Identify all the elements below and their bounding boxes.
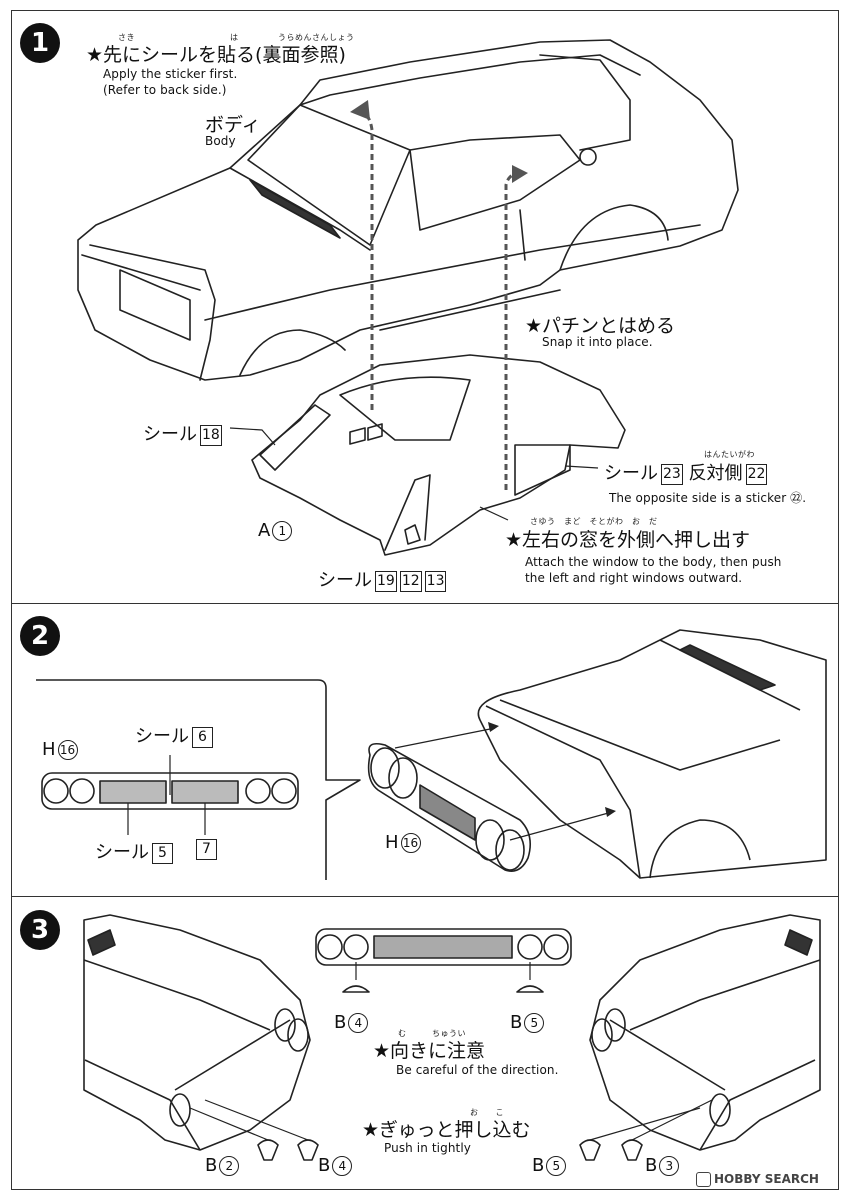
- ruby-saki: さき: [118, 33, 135, 42]
- section-divider: [11, 603, 839, 604]
- ruby-uramen: うらめんさんしょう: [278, 33, 355, 42]
- part-number-circle: 5: [546, 1156, 567, 1176]
- part-number-circle: 16: [400, 833, 421, 853]
- step-2-marker: 2: [20, 616, 60, 656]
- push-windows-outward-en2: the left and right windows outward.: [525, 571, 743, 585]
- ruby-hantaigawa: はんたいがわ: [704, 450, 755, 459]
- sticker-number-box: 6: [192, 726, 213, 748]
- part-number-circle: 3: [659, 1156, 680, 1176]
- part-number-circle: 4: [332, 1156, 353, 1176]
- body-label-jp: ボディ: [205, 114, 261, 136]
- sticker-number-box: 22: [745, 463, 768, 485]
- sticker-number-box: 7: [196, 838, 217, 860]
- part-number-circle: 2: [219, 1156, 240, 1176]
- snap-into-place-en: Snap it into place.: [542, 335, 653, 349]
- sticker-number-box: 12: [399, 570, 422, 592]
- sticker-number-box: 18: [200, 424, 222, 446]
- watermark: HOBBY SEARCH: [696, 1172, 819, 1187]
- part-number-circle: 4: [348, 1013, 369, 1033]
- ruby-window: さゆう まど そとがわ お だ: [530, 517, 658, 526]
- grille-part-perspective: [367, 742, 531, 872]
- push-windows-outward-jp: ★左右の窓を外側へ押し出す: [505, 529, 751, 551]
- sticker-number-box: 23: [661, 463, 683, 485]
- snap-into-place-jp: ★パチンとはめる: [525, 315, 676, 337]
- ruby-push: お こ: [470, 1108, 504, 1117]
- car-front-outline: [477, 629, 827, 879]
- sticker-number-box: 5: [152, 842, 173, 864]
- car-front-right: [589, 914, 821, 1151]
- refer-back-side-en: (Refer to back side.): [103, 83, 227, 97]
- section-divider: [11, 896, 839, 897]
- apply-sticker-first-jp: ★先にシールを貼る(裏面参照): [86, 44, 346, 66]
- car-front-left: [83, 914, 311, 1151]
- apply-sticker-first-en: Apply the sticker first.: [103, 67, 238, 81]
- ruby-ha: は: [230, 33, 239, 42]
- body-label-en: Body: [205, 134, 236, 148]
- sticker-number-box: 13: [424, 570, 447, 592]
- careful-direction-jp: ★向きに注意: [373, 1040, 486, 1062]
- part-number-circle: 1: [272, 521, 293, 541]
- step-1-marker: 1: [20, 23, 60, 63]
- sticker-7-callout: 7: [193, 838, 217, 860]
- grille-part-center: [315, 928, 572, 966]
- opposite-side-en: The opposite side is a sticker ㉒.: [609, 491, 807, 505]
- watermark-logo-icon: [696, 1172, 711, 1187]
- part-number-circle: 16: [57, 740, 78, 760]
- car-body-outline: [77, 39, 739, 381]
- part-number-circle: 5: [524, 1013, 545, 1033]
- push-tightly-jp: ★ぎゅっと押し込む: [362, 1119, 531, 1141]
- sticker-number-box: 19: [375, 570, 397, 592]
- careful-direction-en: Be careful of the direction.: [396, 1063, 559, 1077]
- push-tightly-en: Push in tightly: [384, 1141, 471, 1155]
- instruction-frame: [11, 10, 839, 1190]
- step-3-marker: 3: [20, 910, 60, 950]
- window-part-outline: [251, 354, 626, 556]
- push-windows-outward-en1: Attach the window to the body, then push: [525, 555, 782, 569]
- ruby-direction: む ちゅうい: [398, 1029, 466, 1038]
